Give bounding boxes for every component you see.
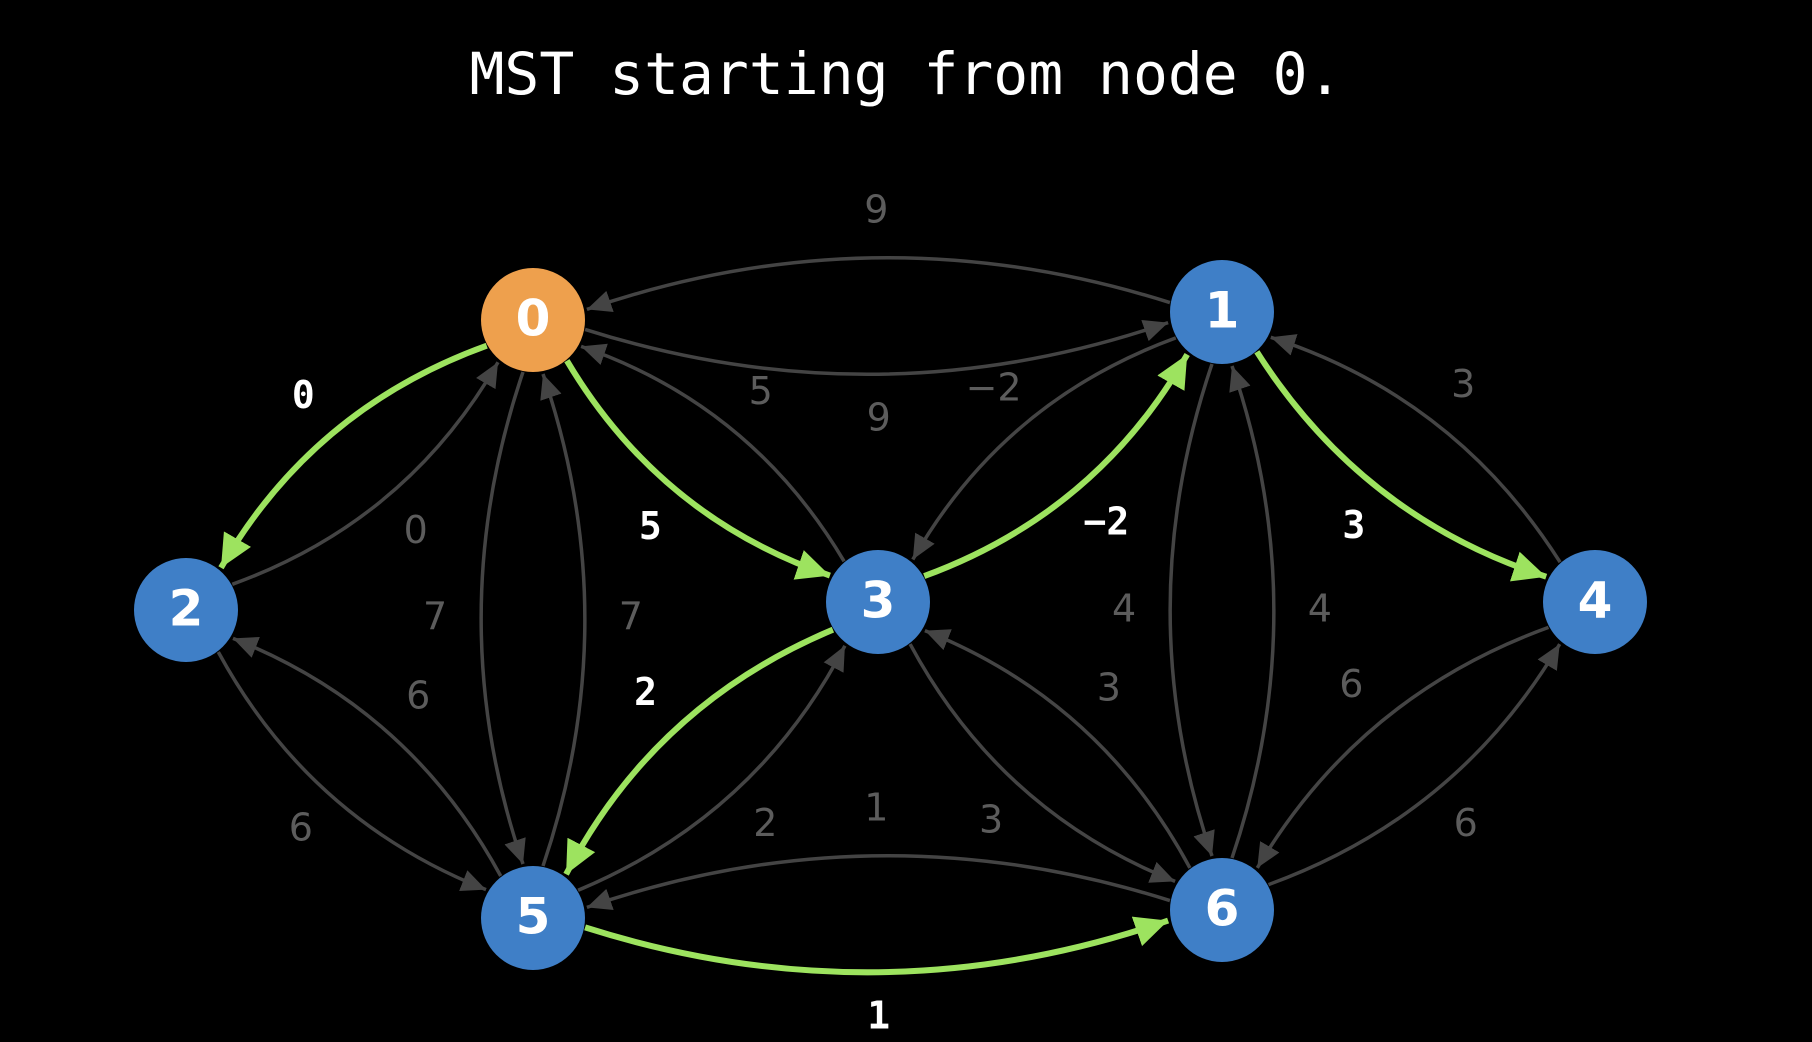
edge-6-1-weight-label: 4: [1308, 587, 1332, 631]
edge-2-0-weight-label: 0: [404, 508, 428, 552]
edge-0-3-weight-label: 5: [639, 504, 662, 548]
edge-5-0: [540, 373, 587, 867]
node-6-circle: [1170, 858, 1274, 962]
node-1-label: 1: [1205, 282, 1240, 340]
edge-5-0-weight-label: 7: [619, 595, 643, 639]
edge-4-6-weight-label: 6: [1339, 662, 1363, 706]
node-4: 4: [1543, 550, 1647, 654]
node-4-circle: [1543, 550, 1647, 654]
edge-1-3-weight-label: −2: [966, 366, 1022, 410]
edge-6-4: [1267, 643, 1562, 887]
edge-6-4-weight-label: 6: [1454, 801, 1478, 845]
edge-4-6: [1255, 625, 1550, 869]
edge-4-1: [1270, 334, 1562, 564]
edge-1-4-weight-label: 3: [1342, 503, 1365, 547]
node-1: 1: [1170, 260, 1274, 364]
edge-6-5: [586, 853, 1171, 911]
edge-3-6-weight-label: 3: [979, 797, 1003, 841]
edge-3-5-mst: [563, 626, 835, 876]
edge-0-1-weight-label: 9: [867, 396, 891, 440]
edge-5-3: [577, 644, 847, 892]
edge-0-2-weight-label: 0: [292, 373, 315, 417]
edge-3-6: [908, 643, 1176, 884]
node-6: 6: [1170, 858, 1274, 962]
edge-6-1: [1229, 365, 1276, 859]
edge-6-3-weight-label: 3: [1097, 666, 1121, 710]
edge-1-3: [911, 336, 1177, 561]
edge-1-6: [1168, 363, 1215, 857]
node-5-circle: [481, 866, 585, 970]
edges-layer: [216, 255, 1562, 976]
edge-1-4-mst: [1254, 350, 1548, 582]
node-6-label: 6: [1205, 880, 1240, 938]
edge-1-6-weight-label: 4: [1112, 587, 1136, 631]
node-3: 3: [826, 550, 930, 654]
edge-3-0: [580, 343, 846, 563]
edge-5-6-weight-label: 1: [867, 994, 890, 1038]
node-4-label: 4: [1578, 572, 1613, 630]
edge-2-5-weight-label: 6: [289, 806, 313, 850]
edge-3-1-mst: [923, 353, 1190, 579]
edge-0-3-mst: [564, 359, 831, 580]
edge-6-3: [924, 628, 1192, 869]
edge-2-5: [216, 651, 487, 892]
edge-3-1-weight-label: −2: [1084, 499, 1130, 543]
node-3-label: 3: [861, 572, 896, 630]
edge-0-5-weight-label: 7: [423, 595, 447, 639]
node-1-circle: [1170, 260, 1274, 364]
edge-2-0: [231, 361, 500, 586]
edge-3-0-weight-label: 5: [749, 369, 773, 413]
edge-0-5: [479, 371, 526, 865]
edge-5-2-weight-label: 6: [406, 673, 430, 717]
node-2-label: 2: [169, 580, 204, 638]
node-5: 5: [481, 866, 585, 970]
edge-5-2: [232, 636, 503, 877]
edge-3-5-weight-label: 2: [634, 670, 657, 714]
edge-6-5-weight-label: 1: [864, 785, 888, 829]
node-0-circle: [481, 268, 585, 372]
edge-5-6-mst: [584, 916, 1170, 976]
edge-1-0-weight-label: 9: [864, 187, 888, 231]
edge-5-3-weight-label: 2: [753, 801, 777, 845]
node-0: 0: [481, 268, 585, 372]
node-2: 2: [134, 558, 238, 662]
node-3-circle: [826, 550, 930, 654]
edge-1-0: [586, 255, 1171, 313]
node-2-circle: [134, 558, 238, 662]
node-0-label: 0: [516, 290, 551, 348]
edge-0-1: [584, 319, 1169, 377]
diagram-title: MST starting from node 0.: [469, 40, 1343, 108]
edge-4-1-weight-label: 3: [1451, 362, 1475, 406]
edge-0-2-mst: [218, 342, 488, 570]
node-5-label: 5: [516, 888, 551, 946]
